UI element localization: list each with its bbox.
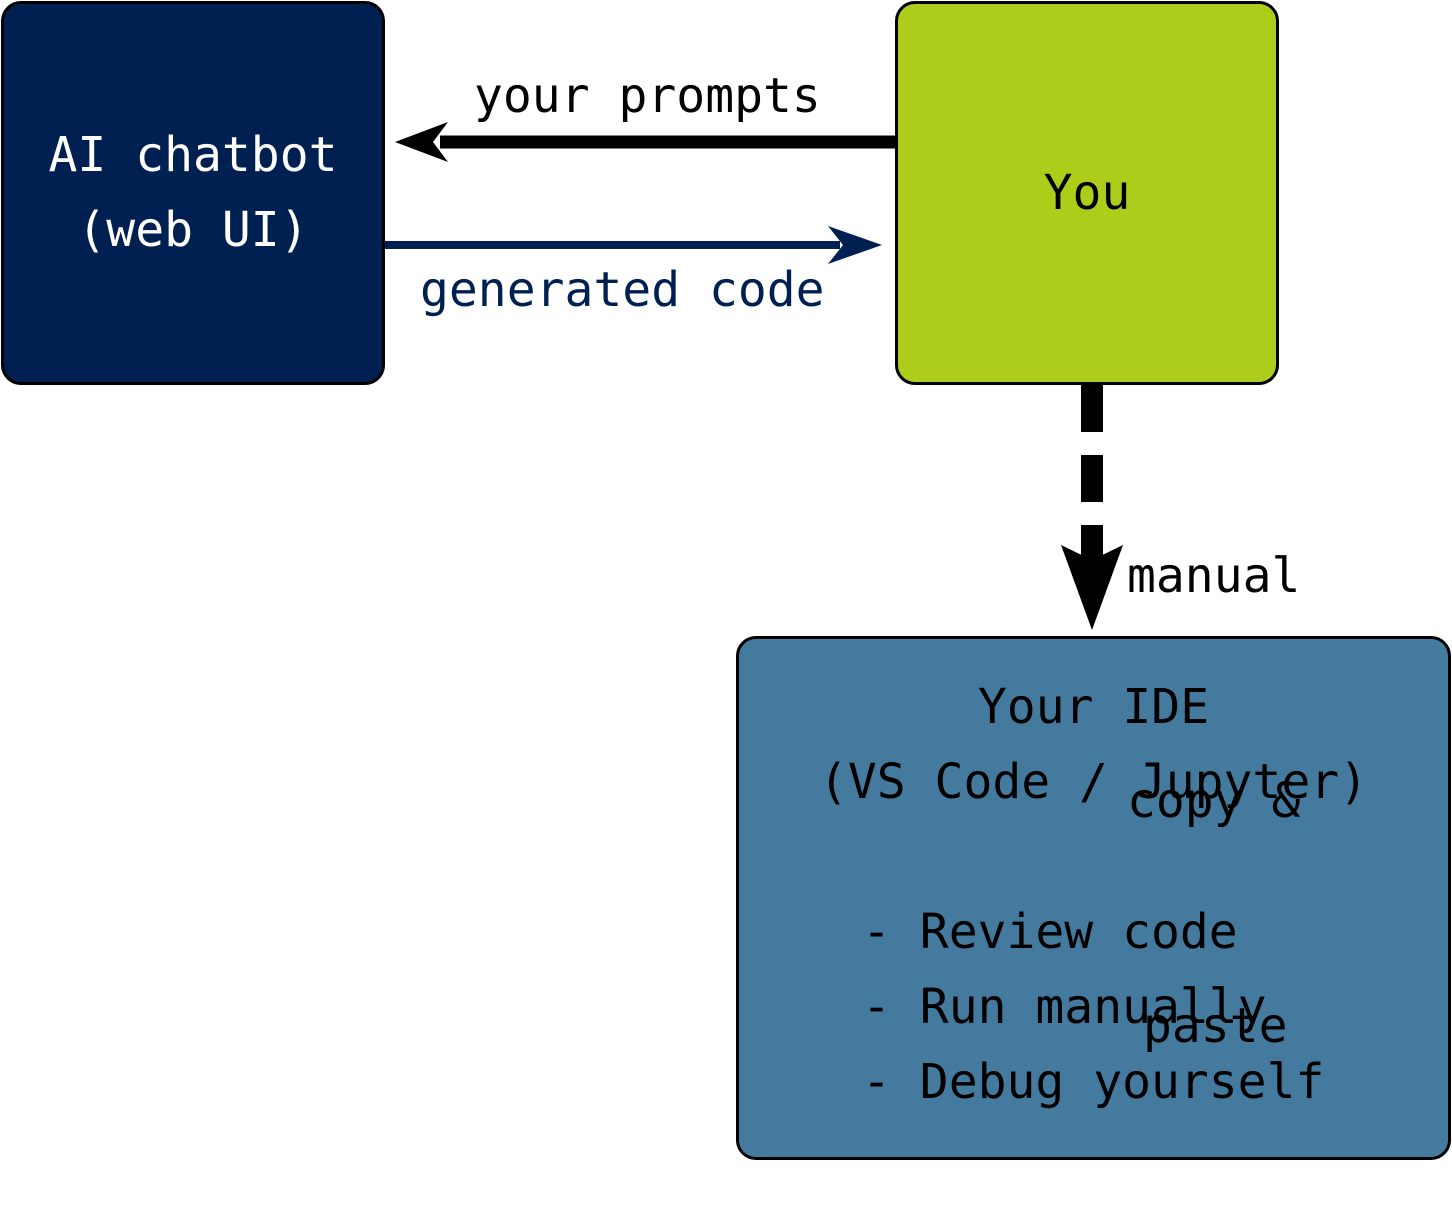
ide-box: Your IDE (VS Code / Jupyter) - Review co… — [736, 636, 1451, 1160]
chatbot-box: AI chatbot (web UI) — [1, 1, 385, 385]
ide-item-review: - Review code — [862, 904, 1238, 960]
you-box: You — [895, 1, 1279, 385]
you-label: You — [1043, 164, 1131, 221]
ide-title: Your IDE — [977, 679, 1210, 735]
manual-label-line-3: paste — [1143, 998, 1288, 1054]
arrow-your-prompts — [395, 122, 903, 162]
chatbot-label-line-2: (web UI) — [77, 202, 309, 258]
arrow-generated-code — [384, 226, 882, 264]
manual-label-line-1: manual — [1127, 548, 1301, 604]
chatbot-label-line-1: AI chatbot — [48, 127, 338, 183]
manual-copy-paste-label: manual copy & paste — [1127, 389, 1300, 1214]
ide-item-run: - Run manually — [862, 979, 1267, 1035]
arrows-layer — [384, 122, 1123, 630]
workflow-diagram: AI chatbot (web UI) You Your IDE (VS Cod… — [1, 1, 1451, 1160]
ide-item-debug: - Debug yourself — [862, 1054, 1325, 1110]
ide-subtitle: (VS Code / Jupyter) — [818, 754, 1369, 810]
arrow-manual-copy-paste — [1061, 385, 1123, 630]
manual-label-line-2: copy & — [1127, 773, 1301, 829]
generated-code-label: generated code — [420, 262, 825, 318]
prompts-label: your prompts — [474, 68, 821, 124]
